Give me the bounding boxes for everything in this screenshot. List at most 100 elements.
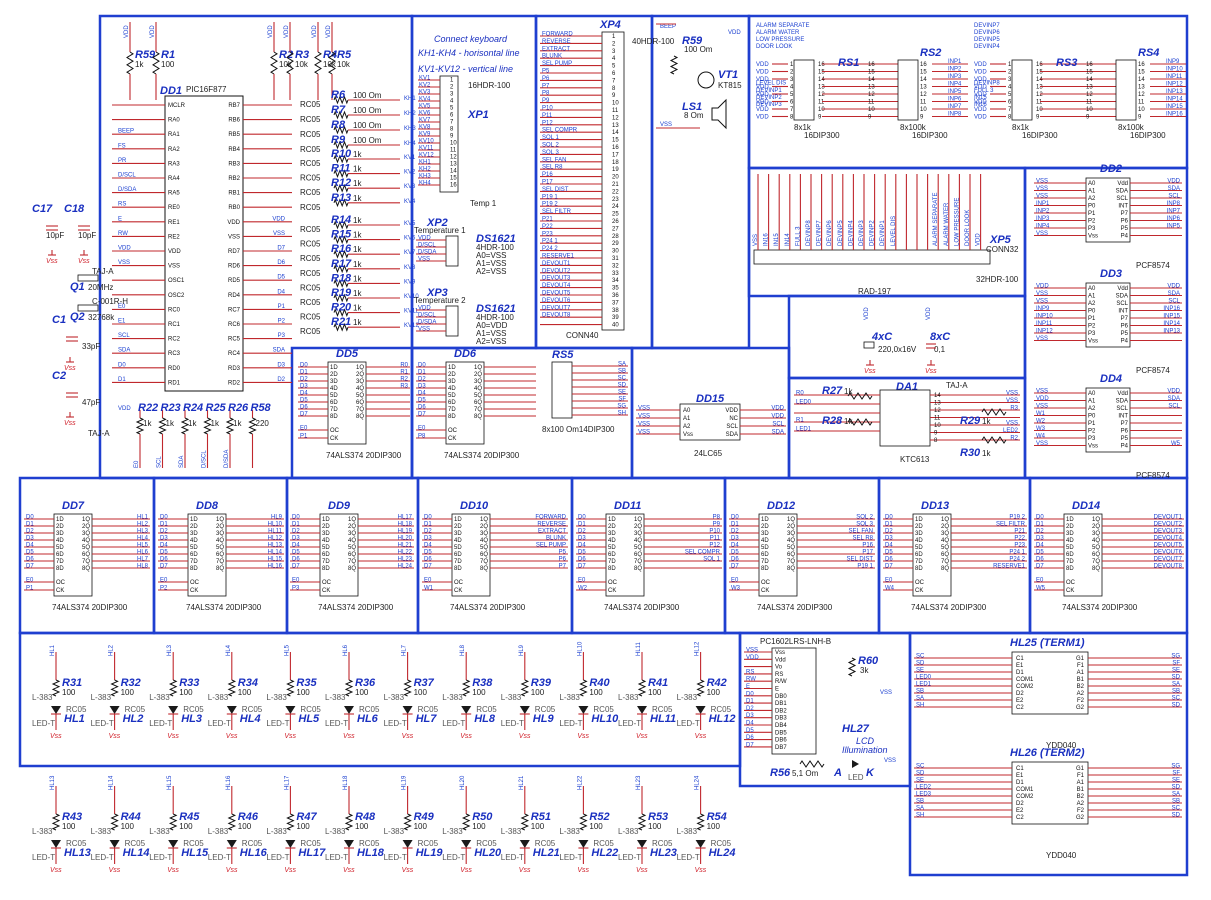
key-net: KV10 — [404, 294, 419, 300]
led-pkg: L-383 — [559, 693, 580, 702]
led-resistor — [110, 679, 119, 697]
pcf-left-pin: A0 — [1088, 181, 1096, 187]
led-diode — [109, 840, 120, 848]
latch-in-net: D0 — [578, 515, 586, 521]
pcf-in-net: INP1 — [1036, 201, 1050, 207]
key-resistor — [333, 322, 349, 332]
term-right-pin: G1 — [1076, 766, 1085, 772]
key-res-pkg: RC05 — [300, 188, 321, 197]
latch-pin-l: 5D — [448, 393, 456, 399]
temp-addr: A1=VSS — [476, 329, 506, 338]
xp4-net: P24 2 — [542, 246, 558, 252]
bl-res-ref: R23 — [161, 402, 181, 414]
pcf-body — [1085, 177, 1131, 243]
xp5-hdr: 32HDR-100 — [976, 275, 1019, 284]
latch-pin-l: 2D — [330, 372, 338, 378]
lcd-net: D6 — [746, 735, 754, 741]
mcu-left-net: D0 — [118, 362, 126, 368]
kb-pin-num: 12 — [450, 155, 457, 161]
kb-pin-num: 3 — [450, 92, 454, 98]
latch-out-net: HL16 — [268, 564, 283, 570]
latch-pkg: 74ALS374 20DIP300 — [757, 603, 833, 612]
xp4-net: DEVOUT1 — [542, 261, 571, 267]
led-ref: HL5 — [298, 713, 320, 725]
latch-pin-l: 5D — [330, 393, 338, 399]
led-vss: Vss — [460, 733, 472, 740]
mcu-right-net: SDA — [273, 348, 285, 354]
lcd-net: D1 — [746, 699, 754, 705]
mcu-right-pin: RC5 — [228, 337, 241, 343]
led-pkg: L-383 — [325, 693, 346, 702]
xp4-pin-num: 11 — [612, 108, 619, 114]
latch-in-net: D6 — [731, 557, 739, 563]
led-res-ref: R41 — [648, 677, 668, 689]
pcf-right-pin: P6 — [1121, 429, 1129, 435]
led-type: LED-T — [91, 719, 114, 728]
led-res-ref: R51 — [531, 811, 551, 823]
led-pkg2: RC05 — [535, 839, 556, 848]
latch-in-net: D6 — [418, 405, 426, 411]
lcd-pin: E — [775, 687, 779, 693]
xp5-net: DOOR LOOK — [965, 210, 971, 246]
latch-out-net: SEL COMPR — [685, 550, 721, 556]
latch-out-net: HL10 — [268, 522, 283, 528]
xp4-pin-num: 7 — [612, 78, 616, 84]
latch-out-net: HL1 — [137, 515, 149, 521]
pcf-left-pin: P0 — [1088, 414, 1096, 420]
vss-label: Vss — [64, 420, 76, 427]
latch-pin-l: 2D — [448, 372, 456, 378]
led-type: LED-T — [325, 853, 348, 862]
pcf-in-net: W3 — [1036, 426, 1046, 432]
rs-vdd: VDD — [974, 92, 987, 98]
latch-pin-r: 7Q — [480, 559, 488, 565]
rs-pin: 1 — [790, 62, 794, 68]
key-res-value: 1k — [353, 179, 362, 188]
led-res-ref: R49 — [414, 811, 435, 823]
latch-ref: DD13 — [921, 500, 949, 512]
latch-pin-l: 8D — [190, 566, 198, 572]
lcd-pin: RS — [775, 672, 783, 678]
key-net: KH2 — [404, 111, 416, 117]
led-pkg2: RC05 — [125, 705, 146, 714]
term-left-net: SE — [916, 778, 924, 784]
key-net: KV2 — [404, 170, 416, 176]
mcu-left-pin: RA1 — [168, 132, 180, 138]
latch-pin-l: 6D — [761, 552, 769, 558]
led-type: LED-T — [618, 853, 641, 862]
latch-in-net: D5 — [731, 550, 739, 556]
da1-r29v: 1k — [982, 417, 991, 426]
rs-value: 8x1k — [794, 123, 812, 132]
latch-in-net: D4 — [300, 391, 308, 397]
led-res-value: 100 — [414, 822, 428, 831]
term-left-net: LED0 — [916, 675, 932, 681]
latch-pin-l: 4D — [330, 386, 338, 392]
led-res-ref: R45 — [179, 811, 200, 823]
latch-pin-r: 3Q — [1092, 531, 1100, 537]
led-type: LED-T — [501, 853, 524, 862]
xp4-pin-num: 1 — [612, 34, 616, 40]
led-pkg2: RC05 — [652, 839, 673, 848]
term-right-net: SC — [1172, 806, 1181, 812]
led-ref: HL19 — [416, 847, 444, 859]
xp4-pin-num: 12 — [612, 115, 619, 121]
led-vss: Vss — [167, 867, 179, 874]
rs-net: DEVINP5 — [974, 37, 1000, 43]
term-left-pin: D2 — [1016, 691, 1024, 697]
latch-out-net: P23 — [1014, 543, 1025, 549]
lcd-pin: DB2 — [775, 708, 787, 714]
latch-in-net: D0 — [731, 515, 739, 521]
key-res-pkg: RC05 — [300, 254, 321, 263]
pcf-in-net: VSS — [1036, 389, 1048, 395]
rs-net: DEVINP2 — [756, 95, 782, 101]
latch-pin-r: 1Q — [356, 365, 364, 371]
led-resistor — [286, 679, 295, 697]
cap-value: 33pF — [82, 342, 100, 351]
led-diode — [461, 706, 472, 714]
key-res-ref: R15 — [331, 229, 352, 241]
rs5-net: SD — [618, 383, 627, 389]
mcu-left-net: PR — [118, 158, 127, 164]
latch-pin-r: 3Q — [941, 531, 949, 537]
xp4-net: P21 — [542, 217, 553, 223]
rs-pin: 15 — [1086, 70, 1093, 76]
pcf-out-net: INP5 — [1167, 224, 1181, 230]
